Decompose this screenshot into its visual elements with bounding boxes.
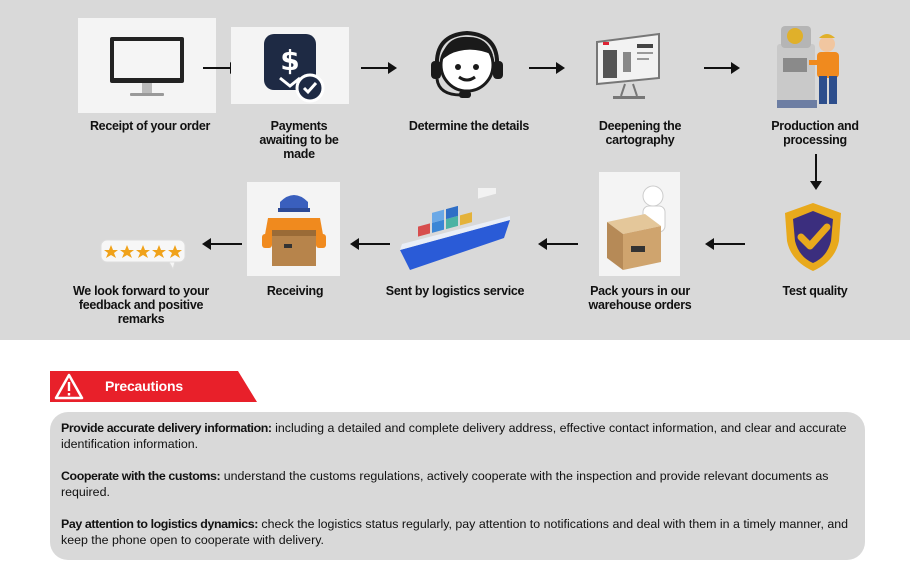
step-label: Production and processing	[771, 119, 859, 147]
step-label: Payments awaiting to be made	[259, 119, 339, 161]
svg-text:$: $	[280, 44, 299, 77]
order-process-panel: Receipt of your order $ Payments awaitin…	[0, 0, 910, 340]
step-label: Determine the details	[408, 119, 530, 133]
precaution-heading: Cooperate with the customs:	[61, 469, 221, 483]
arrow-left	[350, 238, 390, 250]
monitor-icon	[78, 18, 216, 113]
packing-box-icon	[599, 172, 680, 276]
step-label: Deepening the cartography	[598, 119, 682, 147]
precaution-item: Cooperate with the customs: understand t…	[61, 469, 851, 500]
arrow-left	[705, 238, 745, 250]
production-worker-icon	[773, 14, 845, 112]
arrow-right	[529, 62, 565, 74]
step-label: Test quality	[782, 284, 848, 298]
arrow-left	[202, 238, 242, 250]
precaution-heading: Provide accurate delivery information:	[61, 421, 272, 435]
precaution-item: Pay attention to logistics dynamics: che…	[61, 517, 851, 548]
support-headset-icon	[422, 25, 512, 105]
arrow-down	[810, 154, 822, 190]
precaution-text: check the logistics status regularly, pa…	[61, 517, 849, 547]
precaution-text: including a detailed and complete delive…	[61, 421, 847, 451]
arrow-right	[704, 62, 740, 74]
delivery-box-icon	[247, 182, 340, 276]
payment-icon: $	[231, 27, 349, 104]
step-label: Sent by logistics service	[385, 284, 525, 298]
arrow-left	[538, 238, 578, 250]
precautions-header: Precautions	[50, 371, 257, 402]
precaution-heading: Pay attention to logistics dynamics:	[61, 517, 258, 531]
precaution-text: understand the customs regulations, acti…	[61, 469, 829, 499]
step-label: We look forward to your feedback and pos…	[73, 284, 209, 326]
precaution-item: Provide accurate delivery information: i…	[61, 421, 851, 452]
arrow-right	[361, 62, 397, 74]
quality-shield-icon	[778, 198, 848, 276]
precautions-box: Provide accurate delivery information: i…	[50, 412, 865, 560]
step-label: Receipt of your order	[89, 119, 211, 133]
step-label: Pack yours in our warehouse orders	[588, 284, 692, 312]
design-monitor-icon	[588, 27, 668, 107]
precautions-title: Precautions	[105, 378, 183, 394]
cargo-ship-icon	[398, 188, 514, 276]
step-label: Receiving	[266, 284, 324, 298]
five-star-rating-icon	[98, 234, 188, 274]
